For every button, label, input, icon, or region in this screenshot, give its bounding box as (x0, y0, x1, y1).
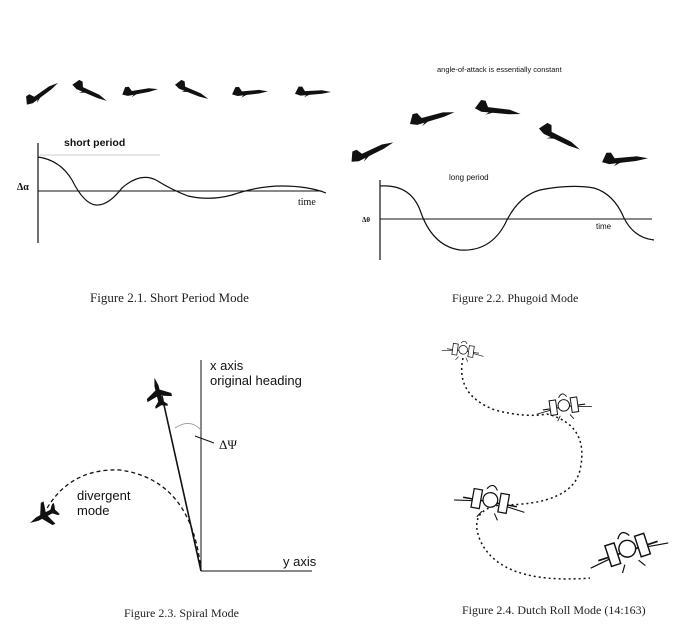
aircraft-silhouette-row (22, 78, 331, 108)
dutch-roll-path (461, 357, 591, 580)
figure-caption: Figure 2.4. Dutch Roll Mode (14:163) (462, 603, 646, 617)
aircraft-icon (474, 99, 522, 121)
aircraft-icon (173, 78, 211, 104)
aircraft-icon (121, 83, 159, 99)
aircraft-silhouette-arc (348, 99, 649, 167)
aircraft-icon (451, 478, 529, 526)
aircraft-icon (231, 85, 269, 99)
phugoid-curve (379, 185, 655, 251)
angle-arc (174, 423, 202, 431)
figure-caption: Figure 2.3. Spiral Mode (124, 606, 239, 620)
aircraft-icon (536, 120, 584, 156)
aircraft-icon (348, 135, 396, 167)
aircraft-icon (22, 78, 62, 108)
x-axis-label: x axis (210, 358, 244, 373)
short-period-curve (37, 156, 327, 206)
short-period-diagram: short period Δα time (17, 78, 331, 243)
aircraft-icon (408, 105, 456, 129)
aircraft-icon (24, 497, 63, 535)
y-axis-label: y axis (283, 554, 317, 569)
mode-label: divergent (77, 488, 131, 503)
angle-label: ΔΨ (219, 437, 237, 452)
phugoid-diagram: angle-of-attack is essentially constant … (348, 65, 655, 260)
x-axis-sublabel: original heading (210, 373, 302, 388)
divergent-path (45, 469, 202, 572)
y-axis-label: Δα (17, 182, 29, 193)
figure-caption: Figure 2.1. Short Period Mode (90, 290, 249, 305)
aircraft-icon (582, 519, 674, 583)
curve-label: long period (449, 173, 489, 182)
y-axis-label: Δθ (362, 216, 370, 224)
heading-vector (161, 395, 202, 572)
aircraft-icon (533, 389, 595, 425)
aircraft-icon (142, 374, 175, 411)
constant-aoa-note: angle-of-attack is essentially constant (437, 65, 563, 74)
mode-label-2: mode (77, 503, 110, 518)
x-axis-label: time (298, 197, 316, 208)
dutch-roll-diagram (440, 337, 674, 583)
aircraft-icon (295, 86, 331, 98)
curve-label: short period (64, 137, 125, 149)
figure-caption: Figure 2.2. Phugoid Mode (452, 291, 579, 305)
angle-pointer (194, 435, 215, 444)
aircraft-icon (70, 78, 110, 106)
x-axis-label: time (596, 222, 612, 231)
aircraft-icon (601, 151, 649, 167)
spiral-diagram: ΔΨ x axis original heading y axis diverg… (24, 358, 317, 572)
